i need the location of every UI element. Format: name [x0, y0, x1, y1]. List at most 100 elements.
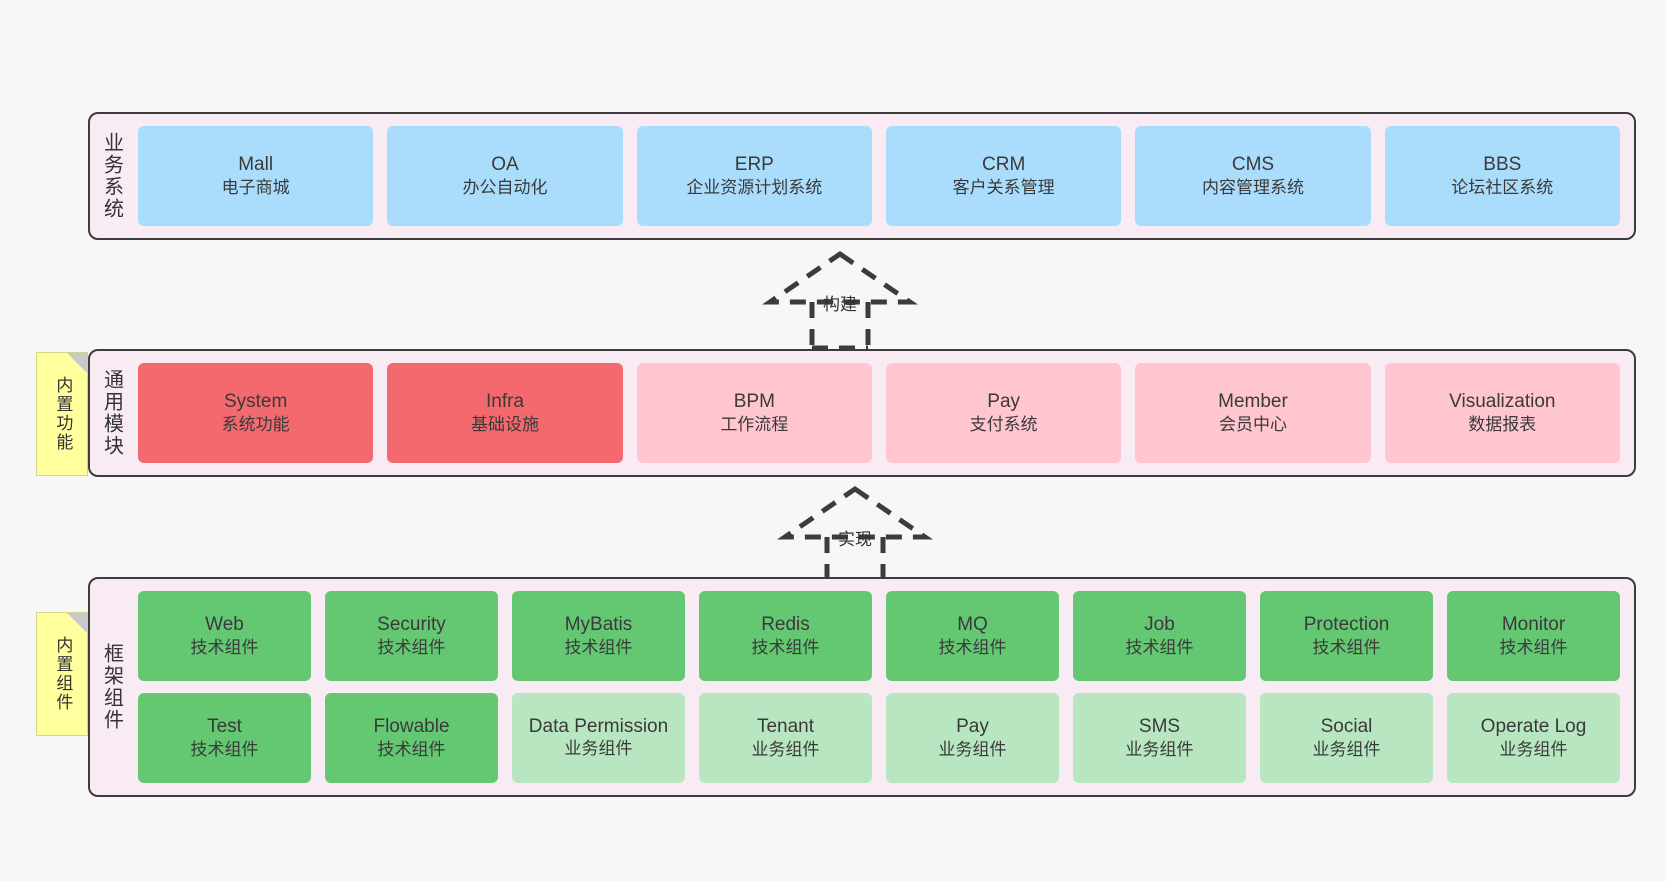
uml-dependency-arrow-build: 构建 [760, 250, 920, 352]
card-pay[interactable]: Pay 业务组件 [886, 693, 1059, 783]
card-security[interactable]: Security 技术组件 [325, 591, 498, 681]
card-subtitle-cn: 业务组件 [938, 740, 1007, 760]
card-infra[interactable]: Infra 基础设施 [387, 363, 623, 463]
card-subtitle-cn: 论坛社区系统 [1451, 178, 1554, 198]
card-web[interactable]: Web 技术组件 [138, 591, 311, 681]
card-title-en: CRM [982, 153, 1026, 175]
card-oa[interactable]: OA 办公自动化 [387, 126, 623, 226]
card-subtitle-cn: 基础设施 [470, 415, 539, 435]
card-title-en: MyBatis [564, 613, 633, 635]
card-title-en: Security [377, 613, 446, 635]
card-subtitle-cn: 业务组件 [1499, 740, 1568, 760]
card-subtitle-cn: 数据报表 [1468, 415, 1537, 435]
card-title-en: Operate Log [1480, 715, 1587, 737]
card-pay[interactable]: Pay 支付系统 [885, 363, 1122, 463]
card-title-en: ERP [734, 153, 774, 175]
card-title-en: Member [1218, 390, 1288, 412]
card-member[interactable]: Member 会员中心 [1135, 363, 1371, 463]
card-subtitle-cn: 系统功能 [221, 415, 290, 435]
card-tenant[interactable]: Tenant 业务组件 [699, 693, 872, 783]
card-title-en: Mall [238, 153, 274, 175]
card-visualization[interactable]: Visualization 数据报表 [1384, 363, 1620, 463]
card-subtitle-cn: 技术组件 [190, 638, 259, 658]
card-title-en: SMS [1138, 715, 1181, 737]
card-redis[interactable]: Redis 技术组件 [699, 591, 872, 681]
card-cms[interactable]: CMS 内容管理系统 [1135, 126, 1371, 226]
card-subtitle-cn: 支付系统 [969, 415, 1038, 435]
framework-components-layer-title: 框架组件 [100, 643, 123, 731]
card-subtitle-cn: 业务组件 [1125, 740, 1194, 760]
card-subtitle-cn: 技术组件 [377, 740, 446, 760]
card-subtitle-cn: 技术组件 [938, 638, 1007, 658]
card-title-en: Flowable [373, 715, 450, 737]
card-subtitle-cn: 技术组件 [1499, 638, 1568, 658]
card-subtitle-cn: 业务组件 [564, 739, 633, 759]
card-title-en: Pay [987, 390, 1021, 412]
card-erp[interactable]: ERP 企业资源计划系统 [636, 126, 872, 226]
card-mq[interactable]: MQ 技术组件 [886, 591, 1059, 681]
sticky-note-builtin-components: 内置组件 [36, 612, 88, 736]
card-title-en: OA [491, 153, 519, 175]
business-system-card-area: Mall 电子商城 OA 办公自动化 ERP 企业资源计划系统 CRM 客户关系管理 CMS 内容… [132, 114, 1634, 238]
card-title-en: Social [1320, 715, 1373, 737]
card-mall[interactable]: Mall 电子商城 [138, 126, 374, 226]
card-subtitle-cn: 工作流程 [720, 415, 789, 435]
card-subtitle-cn: 业务组件 [751, 740, 820, 760]
card-protection[interactable]: Protection 技术组件 [1260, 591, 1433, 681]
card-title-en: Tenant [756, 715, 815, 737]
card-monitor[interactable]: Monitor 技术组件 [1447, 591, 1620, 681]
card-title-en: System [223, 390, 288, 412]
card-subtitle-cn: 办公自动化 [462, 178, 548, 198]
card-title-en: MQ [957, 613, 988, 635]
common-modules-layer-title: 通用模块 [100, 369, 123, 457]
card-subtitle-cn: 电子商城 [221, 178, 290, 198]
card-subtitle-cn: 技术组件 [751, 638, 820, 658]
card-title-en: Test [207, 715, 242, 737]
card-title-en: BBS [1483, 153, 1522, 175]
sticky-note-builtin-features: 内置功能 [36, 352, 88, 476]
card-social[interactable]: Social 业务组件 [1260, 693, 1433, 783]
card-subtitle-cn: 技术组件 [564, 638, 633, 658]
business-system-layer-title: 业务系统 [100, 132, 123, 220]
card-title-en: Infra [485, 390, 524, 412]
card-title-en: Visualization [1449, 390, 1556, 412]
card-mybatis[interactable]: MyBatis 技术组件 [512, 591, 685, 681]
card-title-en: Job [1144, 613, 1175, 635]
card-flowable[interactable]: Flowable 技术组件 [325, 693, 498, 783]
card-title-en: Web [205, 613, 244, 635]
card-system[interactable]: System 系统功能 [138, 363, 374, 463]
card-subtitle-cn: 客户关系管理 [952, 178, 1055, 198]
card-job[interactable]: Job 技术组件 [1073, 591, 1246, 681]
arrow-realize-label: 实现 [838, 530, 872, 549]
common-modules-layer: 通用模块 System 系统功能 Infra 基础设施 BPM 工作流程 Pay 支付系统 Me… [88, 349, 1636, 477]
card-title-en: BPM [733, 390, 775, 412]
uml-dependency-arrow-realize: 实现 [775, 485, 935, 587]
card-title-en: Redis [761, 613, 810, 635]
card-subtitle-cn: 业务组件 [1312, 740, 1381, 760]
arrow-build-label: 构建 [823, 295, 857, 314]
card-title-en: Protection [1303, 613, 1390, 635]
card-operate-log[interactable]: Operate Log 业务组件 [1447, 693, 1620, 783]
card-subtitle-cn: 技术组件 [377, 638, 446, 658]
card-bpm[interactable]: BPM 工作流程 [636, 363, 872, 463]
card-subtitle-cn: 会员中心 [1218, 415, 1287, 435]
common-modules-card-area: System 系统功能 Infra 基础设施 BPM 工作流程 Pay 支付系统 Member 会… [132, 351, 1634, 475]
card-crm[interactable]: CRM 客户关系管理 [885, 126, 1122, 226]
card-title-en: CMS [1231, 153, 1275, 175]
common-modules-card-row: System 系统功能 Infra 基础设施 BPM 工作流程 Pay 支付系统 Member 会… [138, 363, 1620, 463]
card-subtitle-cn: 企业资源计划系统 [686, 178, 823, 198]
card-bbs[interactable]: BBS 论坛社区系统 [1384, 126, 1620, 226]
card-subtitle-cn: 技术组件 [1312, 638, 1381, 658]
card-title-en: Monitor [1501, 613, 1566, 635]
card-subtitle-cn: 技术组件 [1125, 638, 1194, 658]
card-title-en: Pay [956, 715, 989, 737]
card-sms[interactable]: SMS 业务组件 [1073, 693, 1246, 783]
card-title-en: Data Permission [528, 715, 669, 737]
card-subtitle-cn: 内容管理系统 [1201, 178, 1304, 198]
